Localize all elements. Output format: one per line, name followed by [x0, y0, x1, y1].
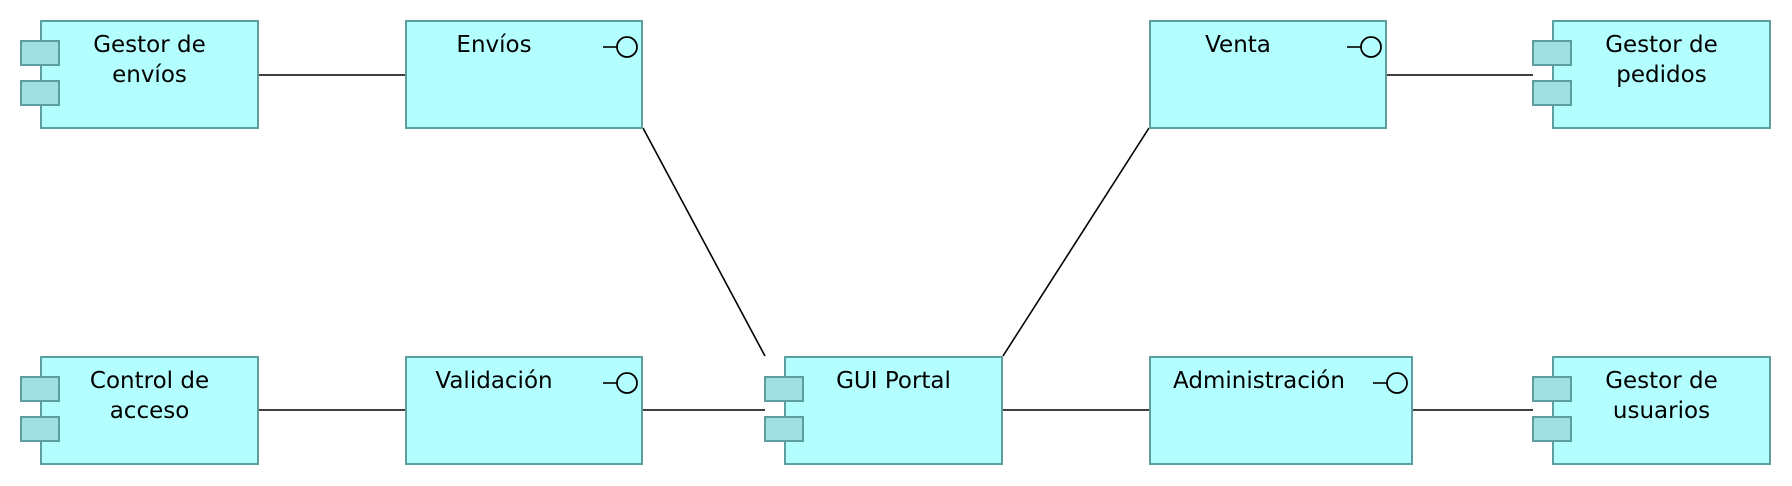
interface-label: Envíos	[456, 32, 532, 58]
component-icon	[1532, 80, 1572, 106]
interface-label: Administración	[1173, 368, 1345, 394]
component-label: GUI Portal	[836, 368, 951, 394]
connector-shipments-gui-portal	[642, 127, 766, 357]
interface-lollipop-icon	[603, 372, 638, 394]
interface-validation[interactable]: Validación	[405, 356, 643, 465]
component-gui-portal[interactable]: GUI Portal	[764, 356, 1003, 465]
interface-label: Venta	[1205, 32, 1271, 58]
component-icon	[1532, 376, 1572, 402]
interface-sale[interactable]: Venta	[1149, 20, 1387, 129]
interface-lollipop-icon	[1347, 36, 1382, 58]
component-icon	[20, 416, 60, 442]
component-user-manager[interactable]: Gestor de usuarios	[1532, 356, 1771, 465]
component-icon	[20, 376, 60, 402]
component-shipping-manager[interactable]: Gestor de envíos	[20, 20, 259, 129]
component-label: Control de acceso	[89, 368, 210, 424]
component-label: Gestor de pedidos	[1605, 32, 1718, 88]
component-access-control[interactable]: Control de acceso	[20, 356, 259, 465]
component-icon	[764, 416, 804, 442]
component-icon	[1532, 40, 1572, 66]
connector-gui-portal-sale	[1002, 127, 1150, 357]
component-icon	[20, 80, 60, 106]
interface-label: Validación	[435, 368, 553, 394]
interface-shipments[interactable]: Envíos	[405, 20, 643, 129]
component-label: Gestor de usuarios	[1605, 368, 1718, 424]
component-label: Gestor de envíos	[93, 32, 206, 88]
component-icon	[1532, 416, 1572, 442]
component-icon	[20, 40, 60, 66]
component-icon	[764, 376, 804, 402]
interface-administration[interactable]: Administración	[1149, 356, 1413, 465]
component-order-manager[interactable]: Gestor de pedidos	[1532, 20, 1771, 129]
interface-lollipop-icon	[1373, 372, 1408, 394]
interface-lollipop-icon	[603, 36, 638, 58]
